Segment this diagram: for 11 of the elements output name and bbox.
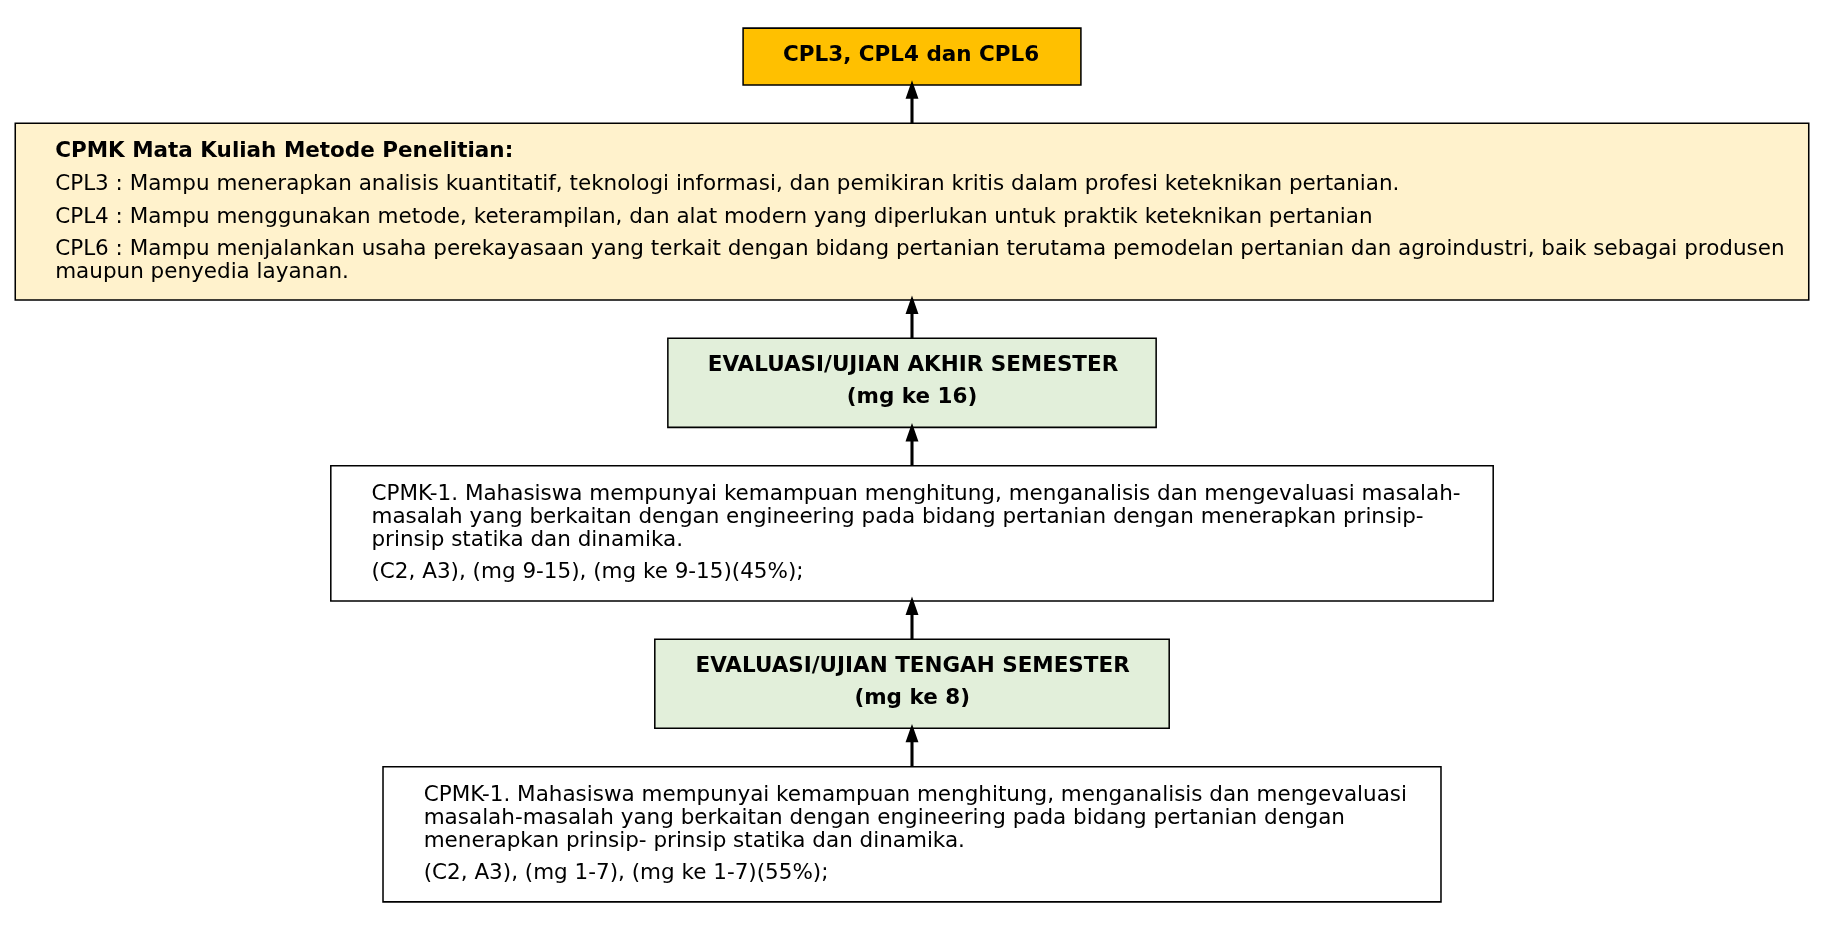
node-box: EVALUASI/UJIAN TENGAH SEMESTER (mg ke 8) [653, 638, 1170, 730]
node-box: CPMK Mata Kuliah Metode Penelitian: CPL3 : Mampu menerapkan analisis kuantitatif, teknologi informasi, dan pemikiran kritis dalam profesi keteknikan pertanian. CPL4 : Mampu menggunakan metode, keterampilan, dan alat modern yang diperlukan untuk praktik keteknikan pertanian CPL6 : Mampu menjalankan usaha perekayasaan yang terkait dengan bidang pertanian terutama pemodelan pertanian dan agroindustri, baik sebagai produsen maupun penyedia layanan. [14, 122, 1809, 301]
arrow [905, 422, 918, 466]
arrow [905, 80, 918, 123]
node-box: CPMK-1. Mahasiswa mempunyai kemampuan menghitung, menganalisis dan mengevaluasi masalah-masalah yang berkaitan dengan engineering pada bidang pertanian dengan menerapkan prinsip- prinsip statika dan dinamika. (C2, A3), (mg 9-15), (mg ke 9-15)(45%); [329, 465, 1494, 602]
node-box: EVALUASI/UJIAN AKHIR SEMESTER (mg ke 16) [666, 337, 1157, 429]
arrow [905, 295, 918, 338]
node-box: CPMK-1. Mahasiswa mempunyai kemampuan menghitung, menganalisis dan mengevaluasi masalah-masalah yang berkaitan dengan engineering pada bidang pertanian dengan menerapkan prinsip- prinsip statika dan dinamika. (C2, A3), (mg 1-7), (mg ke 1-7)(55%); [381, 765, 1442, 903]
arrow [905, 596, 918, 640]
arrow [905, 723, 918, 767]
node-box: CPL3, CPL4 dan CPL6 [741, 27, 1082, 86]
